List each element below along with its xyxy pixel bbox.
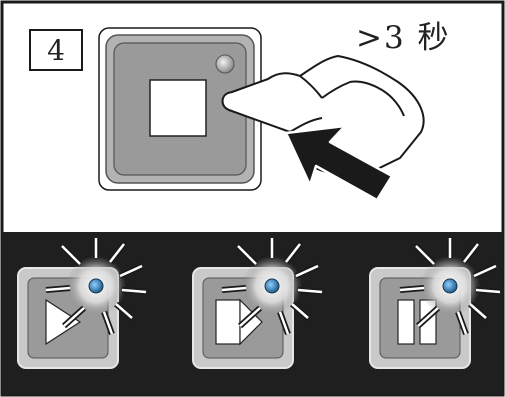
- led-indicator: [89, 279, 103, 293]
- key-face: [150, 80, 206, 136]
- step-number: 4: [30, 30, 82, 70]
- press-duration-label: >3 秒: [356, 12, 496, 52]
- led-indicator: [265, 279, 279, 293]
- led-indicator: [443, 279, 457, 293]
